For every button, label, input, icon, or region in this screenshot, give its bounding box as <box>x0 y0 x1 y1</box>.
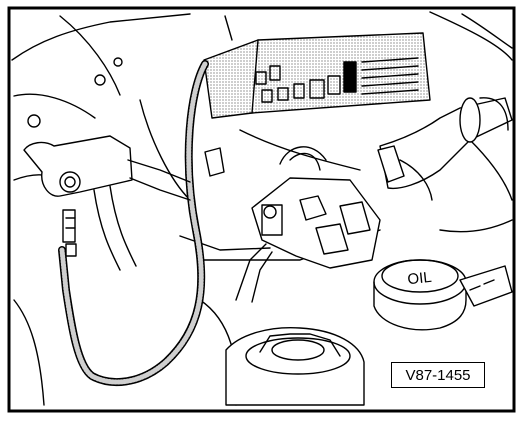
figure-reference-code: V87-1455 <box>405 366 471 384</box>
figure-reference-label: V87-1455 <box>391 362 485 388</box>
test-probe-connector <box>62 209 77 257</box>
coolant-hose <box>377 97 513 201</box>
control-unit-housing <box>203 32 431 119</box>
oil-cap-marking: OIL <box>407 269 433 288</box>
reservoir-cap <box>225 326 365 406</box>
valve-assembly <box>23 135 191 271</box>
fitting-lower-right <box>459 265 513 307</box>
wiring-connector <box>235 146 381 303</box>
figure-frame <box>7 6 516 413</box>
hose-nipple <box>204 147 225 177</box>
vacuum-hose <box>58 60 209 387</box>
vacuum-hose-fill <box>59 61 208 385</box>
